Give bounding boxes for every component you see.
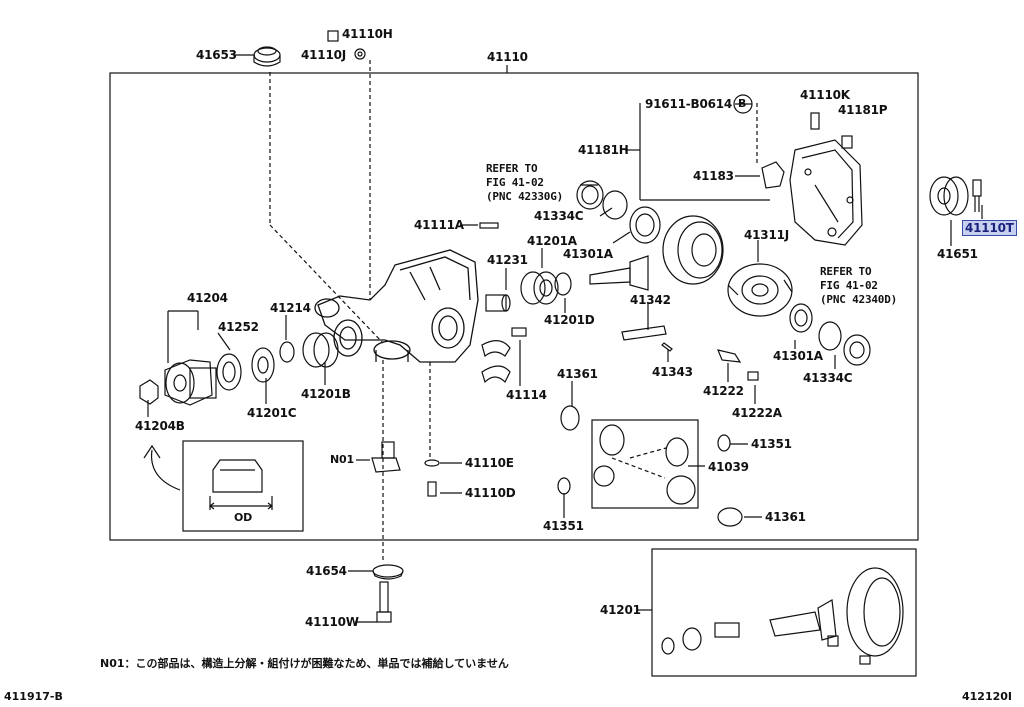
part-label-91611-b0614[interactable]: 91611-B0614	[645, 97, 733, 111]
part-label-41181h[interactable]: 41181H	[578, 143, 629, 157]
companion-flange	[164, 359, 217, 406]
part-label-41201c[interactable]: 41201C	[247, 406, 297, 420]
part-label-41351-right[interactable]: 41351	[751, 437, 792, 451]
part-label-41222a[interactable]: 41222A	[732, 406, 782, 420]
part-label-41361-lower[interactable]: 41361	[765, 510, 806, 524]
part-label-41252[interactable]: 41252	[218, 320, 259, 334]
part-label-41039[interactable]: 41039	[708, 460, 749, 474]
part-label-41201b[interactable]: 41201B	[301, 387, 351, 401]
refer-note-1-line2[interactable]: FIG 41-02	[486, 176, 544, 189]
refer-note-1-line3: (PNC 42330G)	[486, 190, 564, 203]
part-label-41653[interactable]: 41653	[196, 48, 237, 62]
circle-b-marker: B	[738, 97, 747, 110]
ring-gear	[662, 215, 724, 285]
part-label-n01[interactable]: N01	[330, 453, 354, 466]
part-label-41181p[interactable]: 41181P	[838, 103, 888, 117]
part-label-41204[interactable]: 41204	[187, 291, 228, 305]
part-label-41201d[interactable]: 41201D	[544, 313, 595, 327]
part-label-41301a-lower[interactable]: 41301A	[773, 349, 823, 363]
part-label-41222[interactable]: 41222	[703, 384, 744, 398]
refer-note-2-line3: (PNC 42340D)	[820, 293, 898, 306]
part-label-41651[interactable]: 41651	[937, 247, 978, 261]
pinion-kit-frame	[591, 419, 699, 509]
part-label-41183[interactable]: 41183	[693, 169, 734, 183]
refer-note-2-line2[interactable]: FIG 41-02	[820, 279, 878, 292]
part-label-41204b[interactable]: 41204B	[135, 419, 185, 433]
part-label-41110t-selected[interactable]: 41110T	[962, 220, 1017, 236]
drive-pinion	[589, 255, 649, 291]
part-label-41110j[interactable]: 41110J	[301, 48, 347, 62]
part-label-41214[interactable]: 41214	[270, 301, 311, 315]
part-label-41111a[interactable]: 41111A	[414, 218, 464, 232]
part-label-41301a-upper[interactable]: 41301A	[563, 247, 613, 261]
part-label-41201a[interactable]: 41201A	[527, 234, 577, 248]
illustration-code-right: 412120I	[962, 690, 1013, 703]
refer-note-1-line1: REFER TO	[486, 162, 538, 175]
part-label-41110k[interactable]: 41110K	[800, 88, 850, 102]
part-label-41351-left[interactable]: 41351	[543, 519, 584, 533]
gear-set-41201	[661, 567, 904, 665]
illustration-code-left: 411917-B	[4, 690, 63, 703]
part-label-41110e[interactable]: 41110E	[465, 456, 514, 470]
part-label-41334c-upper[interactable]: 41334C	[534, 209, 584, 223]
refer-note-2-line1: REFER TO	[820, 265, 872, 278]
n01-footnote: N01：この部品は、構造上分解・組付けが困難なため、単品では補給していません	[100, 657, 509, 670]
part-label-41342[interactable]: 41342	[630, 293, 671, 307]
part-label-41334c-lower[interactable]: 41334C	[803, 371, 853, 385]
part-label-41231[interactable]: 41231	[487, 253, 528, 267]
part-label-41343[interactable]: 41343	[652, 365, 693, 379]
part-label-41361-upper[interactable]: 41361	[557, 367, 598, 381]
carrier-housing	[314, 249, 479, 363]
carrier-cover	[789, 139, 863, 246]
part-label-41110d[interactable]: 41110D	[465, 486, 516, 500]
part-label-41110[interactable]: 41110	[487, 50, 528, 64]
part-label-41201[interactable]: 41201	[600, 603, 641, 617]
part-label-41654[interactable]: 41654	[306, 564, 347, 578]
od-dimension-label: OD	[234, 511, 253, 524]
part-label-41311j[interactable]: 41311J	[744, 228, 790, 242]
part-label-41110w[interactable]: 41110W	[305, 615, 359, 629]
part-label-41110h[interactable]: 41110H	[342, 27, 393, 41]
nut-od-detail-frame	[182, 440, 304, 532]
gear-set-inset-frame	[651, 548, 917, 677]
part-label-41114[interactable]: 41114	[506, 388, 547, 402]
differential-case	[727, 263, 793, 317]
main-assembly-frame	[109, 72, 919, 541]
